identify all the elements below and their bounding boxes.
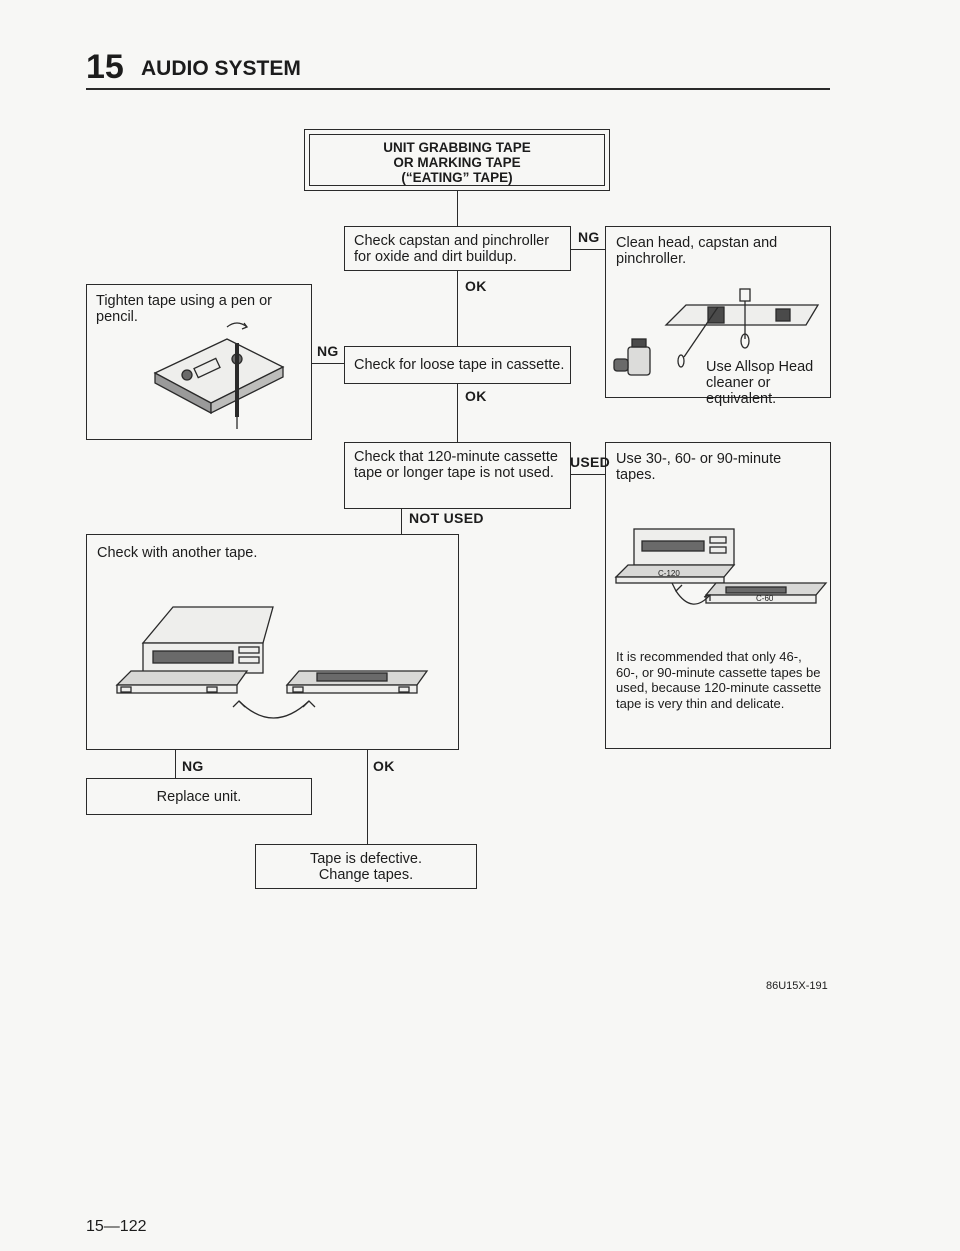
page-number: 15—122 <box>86 1218 147 1235</box>
tape-swap-illustration <box>115 606 429 719</box>
chapter-number: 15 <box>86 48 124 86</box>
check-loose-text: Check for loose tape in cassette. <box>354 357 565 373</box>
header-rule <box>86 88 830 90</box>
tape-deck-c120-illustration: C-120 C-60 <box>614 528 828 605</box>
start-line-1: UNIT GRABBING TAPE <box>383 140 531 155</box>
tighten-tape-text: Tighten tape using a pen or pencil. <box>96 293 273 325</box>
cassette-pencil-illustration <box>153 322 285 429</box>
replace-unit-box: Replace unit. <box>86 778 312 815</box>
cassette-120-label: C-120 <box>658 569 680 578</box>
check-120-text: Check that 120-minute cassette tape or l… <box>354 449 558 481</box>
tape-defective-line-2: Change tapes. <box>318 867 414 883</box>
start-line-3: (“EATING” TAPE) <box>401 170 513 185</box>
cassette-60-label: C-60 <box>756 594 774 603</box>
head-cleaner-illustration <box>613 288 820 376</box>
branch-label-ok-1: OK <box>465 278 487 294</box>
clean-head-text: Clean head, capstan and pinchroller. <box>616 235 778 267</box>
clean-head-box: Clean head, capstan and pinchroller. Use… <box>605 226 831 407</box>
branch-label-ng-3: NG <box>182 758 204 774</box>
figure-code: 86U15X-191 <box>766 980 828 992</box>
check-120-box: Check that 120-minute cassette tape or l… <box>344 442 571 509</box>
start-box: UNIT GRABBING TAPE OR MARKING TAPE (“EAT… <box>304 129 610 191</box>
branch-label-ok-3: OK <box>373 758 395 774</box>
chapter-header: 15 AUDIO SYSTEM <box>86 48 830 88</box>
branch-label-ng-1: NG <box>578 229 600 245</box>
check-another-text: Check with another tape. <box>97 545 258 561</box>
tighten-tape-box: Tighten tape using a pen or pencil. <box>86 284 312 440</box>
allsop-text: Use Allsop Head cleaner or equivalent. <box>706 359 814 407</box>
check-capstan-box: Check capstan and pinchroller for oxide … <box>344 226 571 271</box>
use-tapes-text: Use 30-, 60- or 90-minute tapes. <box>616 451 782 483</box>
check-another-box: Check with another tape. <box>86 534 459 750</box>
chapter-title: AUDIO SYSTEM <box>141 57 301 80</box>
check-loose-box: Check for loose tape in cassette. <box>344 346 571 384</box>
branch-label-used: USED <box>570 454 611 470</box>
use-tapes-box: Use 30-, 60- or 90-minute tapes. C-120 C… <box>605 442 831 749</box>
branch-label-ok-2: OK <box>465 388 487 404</box>
branch-label-not-used: NOT USED <box>409 510 484 526</box>
start-line-2: OR MARKING TAPE <box>393 155 521 170</box>
tape-defective-box: Tape is defective. Change tapes. <box>255 844 477 889</box>
recommendation-text: It is recommended that only 46-, 60-, or… <box>616 649 822 711</box>
tape-defective-line-1: Tape is defective. <box>309 851 423 867</box>
branch-label-ng-2: NG <box>317 343 339 359</box>
replace-unit-text: Replace unit. <box>156 789 242 805</box>
check-capstan-text: Check capstan and pinchroller for oxide … <box>354 233 550 265</box>
